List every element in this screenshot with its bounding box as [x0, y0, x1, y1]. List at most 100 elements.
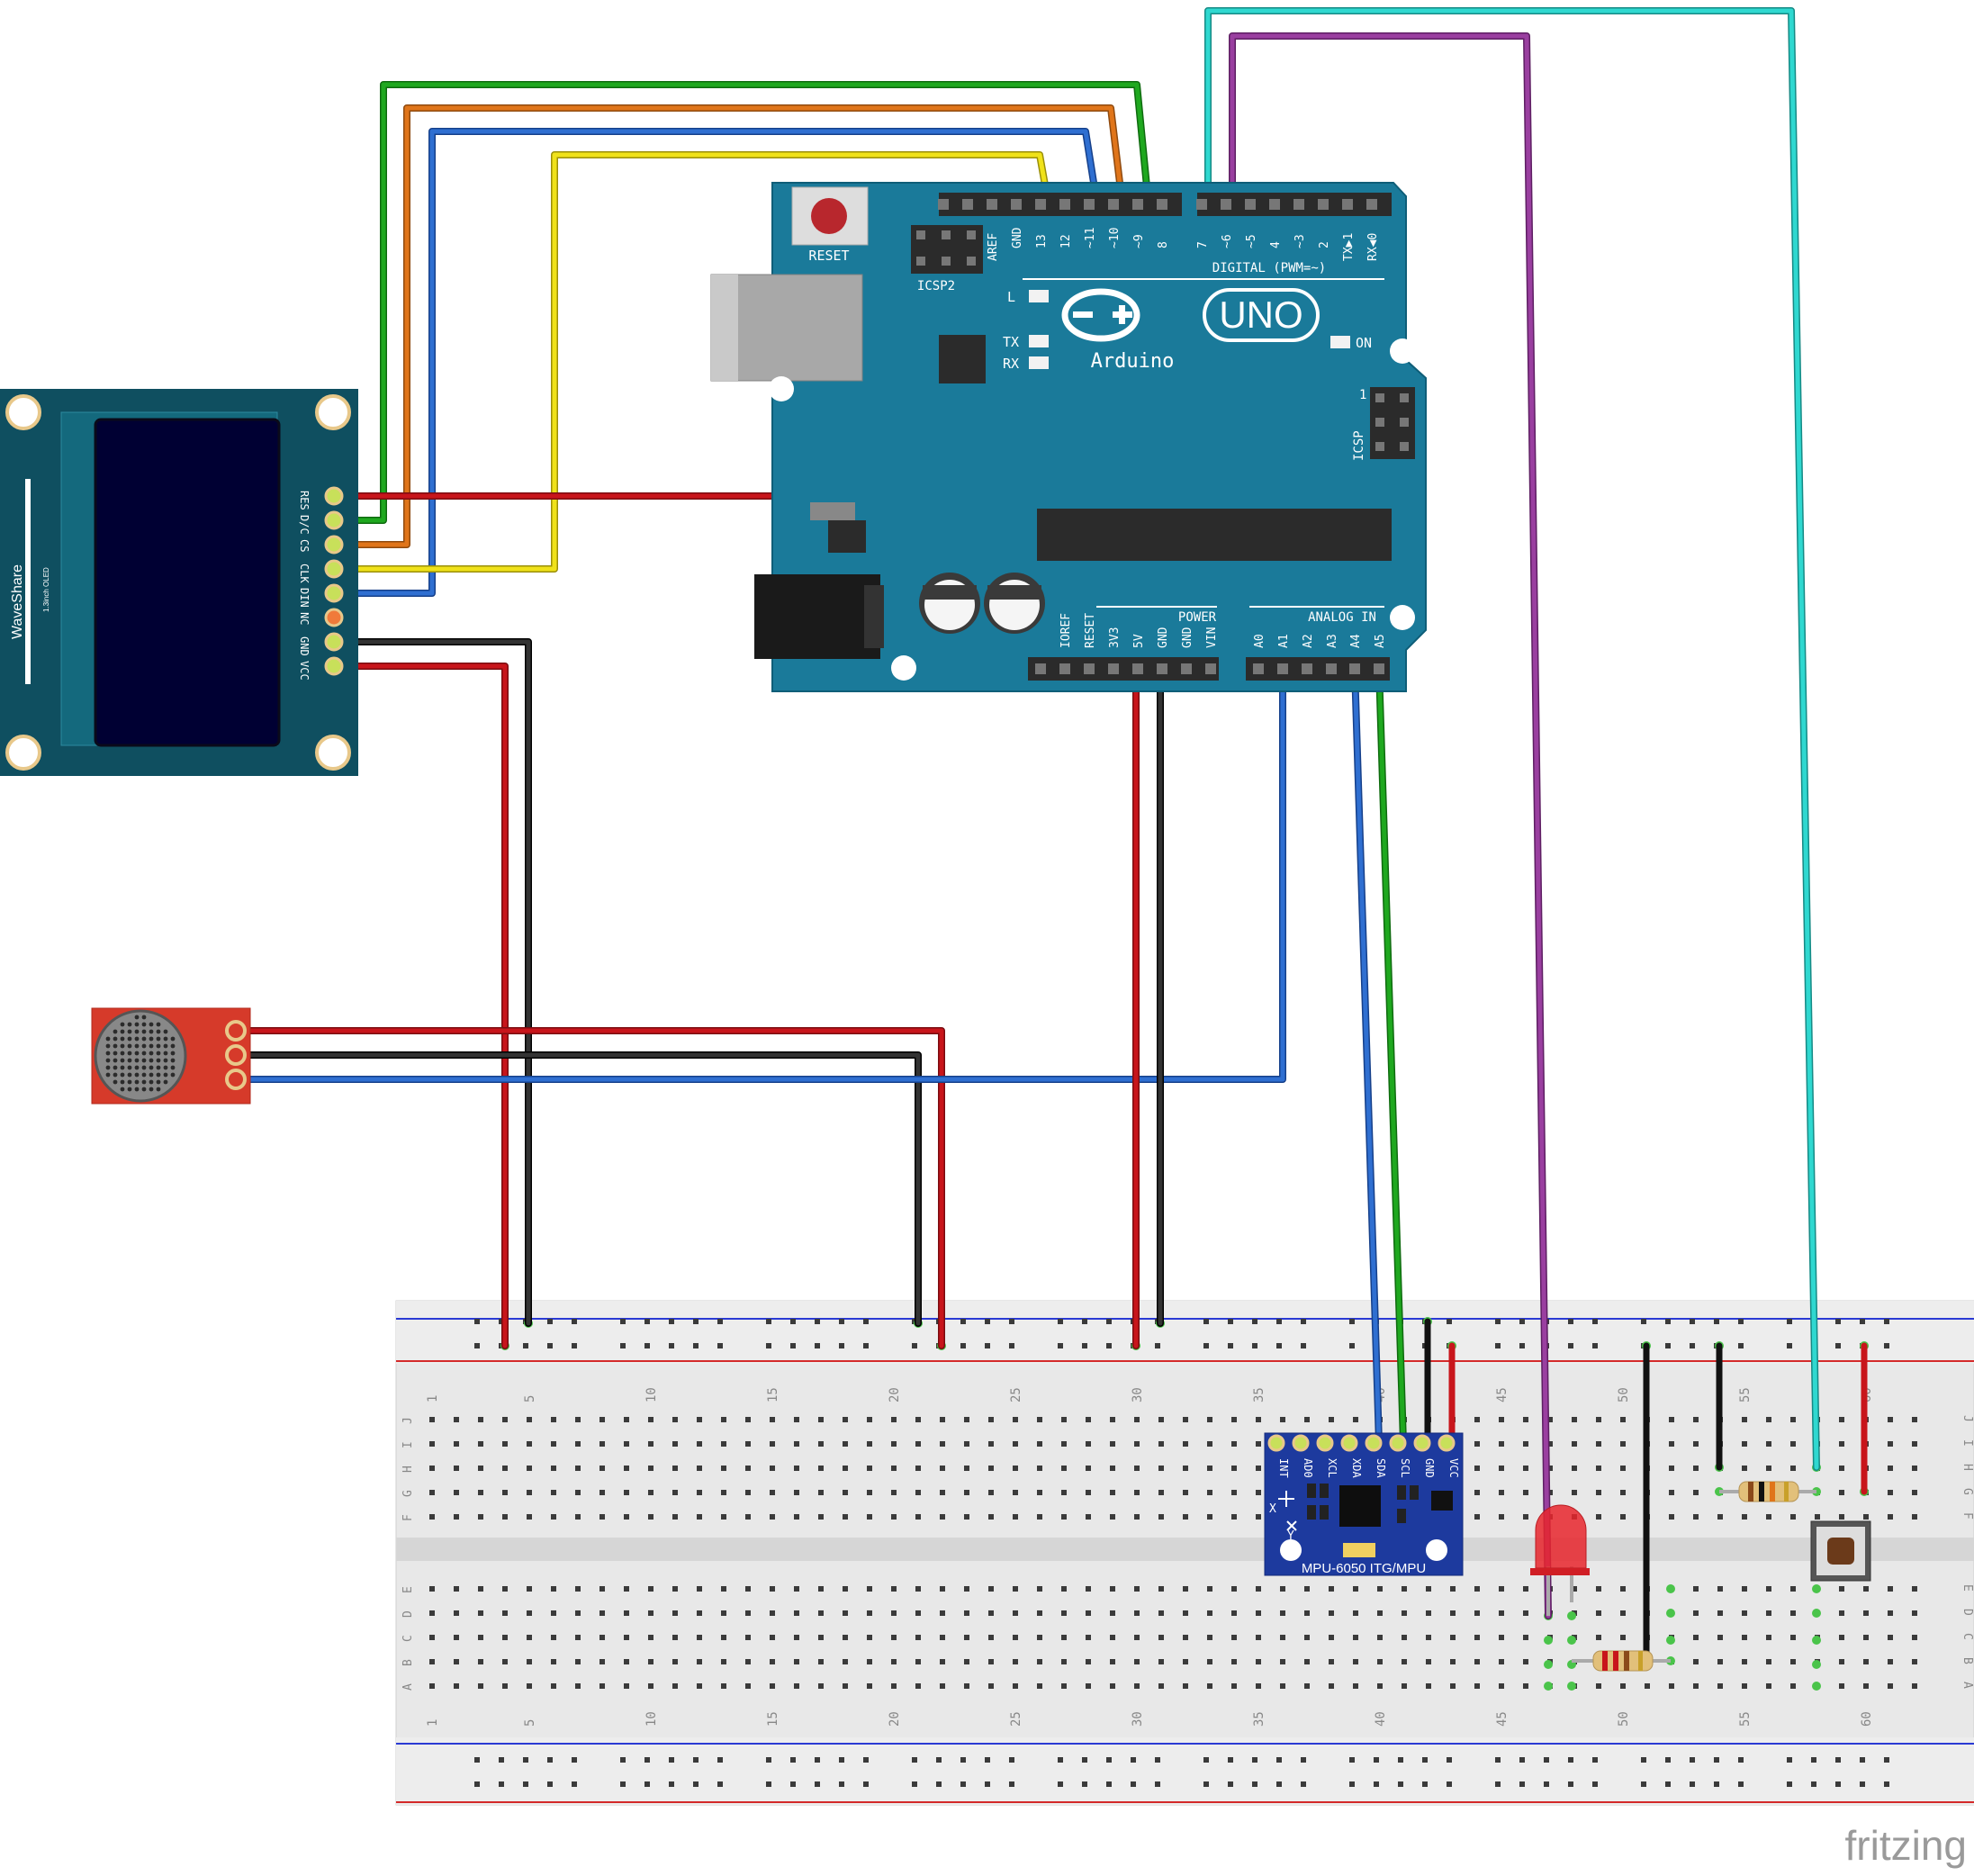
rail-hole[interactable] [1301, 1319, 1306, 1324]
breadboard-hole[interactable] [1231, 1417, 1237, 1422]
breadboard-hole[interactable] [429, 1683, 435, 1689]
rail-hole[interactable] [1495, 1757, 1501, 1763]
push-button[interactable] [1810, 1520, 1871, 1582]
rail-hole[interactable] [1544, 1781, 1549, 1787]
rail-hole[interactable] [1811, 1757, 1816, 1763]
breadboard-hole[interactable] [1110, 1586, 1115, 1592]
breadboard-hole[interactable] [1086, 1659, 1091, 1664]
breadboard-hole[interactable] [1669, 1466, 1674, 1471]
breadboard-hole[interactable] [1086, 1441, 1091, 1447]
breadboard-hole[interactable] [672, 1586, 678, 1592]
breadboard-hole[interactable] [672, 1441, 678, 1447]
breadboard-hole[interactable] [1693, 1610, 1699, 1616]
breadboard-hole[interactable] [648, 1659, 653, 1664]
breadboard-hole[interactable] [527, 1586, 532, 1592]
breadboard-hole[interactable] [1061, 1441, 1067, 1447]
breadboard-hole[interactable] [1256, 1441, 1261, 1447]
breadboard-hole[interactable] [940, 1610, 945, 1616]
rail-hole[interactable] [693, 1343, 699, 1348]
breadboard-hole[interactable] [1523, 1610, 1528, 1616]
breadboard-hole[interactable] [1717, 1586, 1723, 1592]
rail-hole[interactable] [1422, 1781, 1428, 1787]
breadboard-hole[interactable] [1061, 1659, 1067, 1664]
breadboard-hole[interactable] [988, 1441, 994, 1447]
breadboard-hole[interactable] [1572, 1417, 1577, 1422]
breadboard-hole[interactable] [454, 1659, 459, 1664]
rail-hole[interactable] [1665, 1319, 1671, 1324]
rail-hole[interactable] [547, 1319, 553, 1324]
breadboard-hole[interactable] [843, 1514, 848, 1520]
breadboard-hole[interactable] [867, 1635, 872, 1640]
breadboard-hole[interactable] [721, 1441, 726, 1447]
breadboard-hole[interactable] [1888, 1514, 1893, 1520]
breadboard-hole[interactable] [915, 1466, 921, 1471]
breadboard-hole[interactable] [575, 1490, 581, 1495]
rail-hole[interactable] [1058, 1319, 1063, 1324]
breadboard-hole[interactable] [818, 1441, 824, 1447]
breadboard-hole[interactable] [1280, 1586, 1285, 1592]
breadboard-hole[interactable] [429, 1659, 435, 1664]
rail-hole[interactable] [1592, 1343, 1598, 1348]
breadboard-hole[interactable] [478, 1417, 483, 1422]
rail-hole[interactable] [1398, 1781, 1403, 1787]
breadboard-hole[interactable] [624, 1610, 629, 1616]
breadboard-hole[interactable] [1766, 1466, 1771, 1471]
rail-hole[interactable] [1009, 1343, 1014, 1348]
breadboard-hole[interactable] [1231, 1635, 1237, 1640]
breadboard-hole[interactable] [551, 1659, 556, 1664]
breadboard-hole[interactable] [1790, 1659, 1796, 1664]
breadboard-hole[interactable] [1304, 1586, 1310, 1592]
breadboard-hole[interactable] [502, 1610, 508, 1616]
breadboard-hole[interactable] [648, 1441, 653, 1447]
breadboard-hole[interactable] [1329, 1610, 1334, 1616]
breadboard-hole[interactable] [1717, 1514, 1723, 1520]
rail-hole[interactable] [1155, 1781, 1160, 1787]
breadboard-hole[interactable] [1620, 1610, 1626, 1616]
breadboard-hole[interactable] [648, 1586, 653, 1592]
breadboard-hole[interactable] [843, 1659, 848, 1664]
breadboard-hole[interactable] [1912, 1441, 1917, 1447]
rail-hole[interactable] [1519, 1757, 1525, 1763]
breadboard-hole[interactable] [1426, 1683, 1431, 1689]
rail-hole[interactable] [1349, 1781, 1355, 1787]
breadboard-hole[interactable] [1742, 1586, 1747, 1592]
breadboard-hole[interactable] [1110, 1441, 1115, 1447]
breadboard-hole[interactable] [1912, 1610, 1917, 1616]
breadboard-hole[interactable] [1912, 1490, 1917, 1495]
rail-hole[interactable] [1835, 1319, 1841, 1324]
breadboard-hole[interactable] [1183, 1514, 1188, 1520]
breadboard-hole[interactable] [818, 1417, 824, 1422]
breadboard-hole[interactable] [1523, 1466, 1528, 1471]
breadboard-hole[interactable] [1742, 1441, 1747, 1447]
breadboard-hole[interactable] [867, 1417, 872, 1422]
breadboard-hole[interactable] [527, 1514, 532, 1520]
breadboard-hole[interactable] [1110, 1610, 1115, 1616]
breadboard-hole[interactable] [1912, 1466, 1917, 1471]
breadboard-hole[interactable] [624, 1441, 629, 1447]
rail-hole[interactable] [1495, 1343, 1501, 1348]
mpu-pin[interactable] [1365, 1434, 1383, 1452]
header-pin[interactable] [1157, 199, 1167, 210]
breadboard-hole[interactable] [721, 1659, 726, 1664]
breadboard-hole[interactable] [1256, 1659, 1261, 1664]
breadboard-hole[interactable] [1061, 1490, 1067, 1495]
header-pin[interactable] [1349, 663, 1360, 674]
header-pin[interactable] [1318, 199, 1329, 210]
header-pin[interactable] [1342, 199, 1353, 210]
breadboard-hole[interactable] [1158, 1417, 1164, 1422]
rail-hole[interactable] [912, 1343, 917, 1348]
breadboard-hole[interactable] [1693, 1586, 1699, 1592]
header-pin[interactable] [1326, 663, 1337, 674]
breadboard-hole[interactable] [697, 1466, 702, 1471]
rail-hole[interactable] [644, 1757, 650, 1763]
breadboard-hole[interactable] [672, 1466, 678, 1471]
rail-hole[interactable] [693, 1319, 699, 1324]
breadboard-hole[interactable] [1256, 1635, 1261, 1640]
breadboard-hole[interactable] [502, 1659, 508, 1664]
rail-hole[interactable] [1155, 1757, 1160, 1763]
breadboard-hole[interactable] [1013, 1466, 1018, 1471]
breadboard-hole[interactable] [1353, 1659, 1358, 1664]
breadboard-hole[interactable] [1596, 1466, 1601, 1471]
breadboard-hole[interactable] [478, 1635, 483, 1640]
breadboard-hole[interactable] [1134, 1466, 1140, 1471]
